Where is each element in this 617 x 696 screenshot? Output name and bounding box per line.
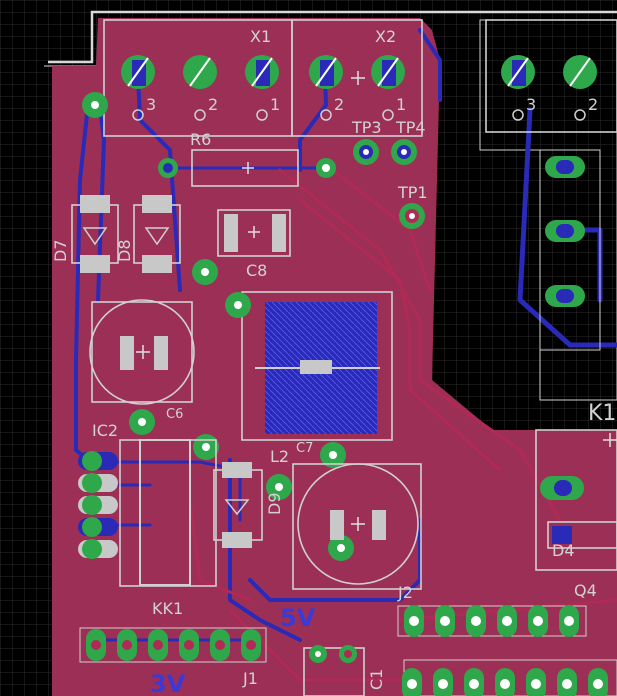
c1-label: C1 bbox=[367, 669, 386, 690]
pad-hole bbox=[502, 616, 512, 626]
x2-pin1-label: 1 bbox=[396, 95, 406, 114]
net-5v-label: 5V bbox=[280, 604, 316, 632]
d9-pad-1 bbox=[222, 462, 252, 478]
c6-outline bbox=[89, 299, 195, 405]
x2-pins bbox=[309, 55, 405, 89]
x2-pin2-label: 2 bbox=[334, 95, 344, 114]
tp4-label: TP4 bbox=[395, 118, 426, 137]
x2-outline bbox=[291, 19, 423, 137]
test-points bbox=[353, 139, 425, 229]
bottom-right-pads bbox=[402, 668, 608, 696]
q4-label: Q4 bbox=[574, 581, 597, 600]
c6-label: C6 bbox=[166, 407, 183, 422]
pad-hole bbox=[500, 679, 510, 689]
pad-hole bbox=[440, 616, 450, 626]
x1-pin3-label: 3 bbox=[146, 95, 156, 114]
d4-pad bbox=[552, 526, 572, 544]
c1-pad-1-hole bbox=[315, 651, 321, 657]
r6-label: R6 bbox=[190, 130, 211, 149]
ic2-body bbox=[139, 439, 191, 586]
pad-hole bbox=[184, 640, 194, 650]
d7-d8 bbox=[71, 195, 181, 273]
ic2-label: IC2 bbox=[92, 421, 118, 440]
c8-outline bbox=[217, 209, 291, 257]
net-3v-label: 3V bbox=[150, 670, 186, 696]
c7-pad-1 bbox=[330, 510, 344, 540]
pad-hole bbox=[564, 616, 574, 626]
c1-pad-2-core bbox=[344, 650, 352, 658]
pad-hole bbox=[91, 640, 101, 650]
k1-outline bbox=[535, 429, 617, 571]
kk1-label: KK1 bbox=[152, 599, 183, 618]
pad-hole bbox=[122, 640, 132, 650]
c7-outline bbox=[297, 463, 419, 585]
k1-label: K1 bbox=[588, 401, 616, 426]
j2-header bbox=[397, 605, 587, 637]
d4-outline bbox=[547, 521, 617, 549]
conn-right-outline bbox=[485, 19, 617, 133]
d9-symbol bbox=[224, 499, 250, 516]
pad-hole bbox=[533, 616, 543, 626]
pad-hole bbox=[471, 616, 481, 626]
d8-label: D8 bbox=[115, 240, 134, 263]
conn-right-pin2-label: 2 bbox=[588, 95, 598, 114]
x2-label: X2 bbox=[375, 27, 396, 46]
j1-label: J1 bbox=[242, 669, 258, 688]
pad-hole bbox=[593, 679, 603, 689]
polarity-cross-icons bbox=[136, 71, 617, 531]
c6-pad-2 bbox=[154, 336, 168, 370]
x1-pin1-label: 1 bbox=[270, 95, 280, 114]
j1-pads bbox=[86, 629, 261, 661]
pad-hole bbox=[438, 679, 448, 689]
r6-pad-1-core bbox=[163, 163, 173, 173]
x1-pins bbox=[121, 55, 279, 89]
d9-pad-2 bbox=[222, 532, 252, 548]
pad-hole bbox=[531, 679, 541, 689]
pad-hole bbox=[246, 640, 256, 650]
pad-hole bbox=[469, 679, 479, 689]
d7-label: D7 bbox=[51, 240, 70, 263]
pad-hole bbox=[409, 616, 419, 626]
pad-hole bbox=[562, 679, 572, 689]
r6-outline bbox=[191, 149, 299, 187]
r6-pad-2-hole bbox=[322, 164, 330, 172]
c7-label: C7 bbox=[296, 441, 313, 456]
pad-hole bbox=[407, 679, 417, 689]
tp3-label: TP3 bbox=[351, 118, 382, 137]
pin-markers bbox=[132, 109, 586, 121]
board-outline bbox=[48, 10, 617, 64]
l2-outline bbox=[241, 291, 393, 441]
pad-hole bbox=[215, 640, 225, 650]
c8-pad-2 bbox=[272, 214, 286, 252]
c7-pad-2 bbox=[372, 510, 386, 540]
c6-pad-1 bbox=[120, 336, 134, 370]
c8-pad-1 bbox=[224, 214, 238, 252]
k1-pins bbox=[539, 149, 601, 500]
pad-hole bbox=[153, 640, 163, 650]
d9-label: D9 bbox=[265, 493, 284, 516]
j2-pads bbox=[404, 605, 579, 637]
top-copper-traces bbox=[188, 166, 617, 682]
x1-label: X1 bbox=[250, 27, 271, 46]
c6-body bbox=[91, 301, 193, 403]
conn-right-pin3-label: 3 bbox=[526, 95, 536, 114]
d4-label: D4 bbox=[552, 541, 575, 560]
ic2-pins bbox=[78, 451, 118, 559]
conn-right-pins bbox=[501, 55, 597, 89]
j2-label: J2 bbox=[397, 583, 413, 602]
c1-outline bbox=[303, 647, 365, 696]
j1-outline bbox=[79, 627, 267, 663]
tp1-label: TP1 bbox=[397, 183, 428, 202]
l2-marker bbox=[300, 360, 332, 374]
l2-label: L2 bbox=[270, 447, 289, 466]
c8-label: C8 bbox=[246, 261, 267, 280]
x1-pin2-label: 2 bbox=[208, 95, 218, 114]
relay-outline bbox=[479, 19, 617, 401]
